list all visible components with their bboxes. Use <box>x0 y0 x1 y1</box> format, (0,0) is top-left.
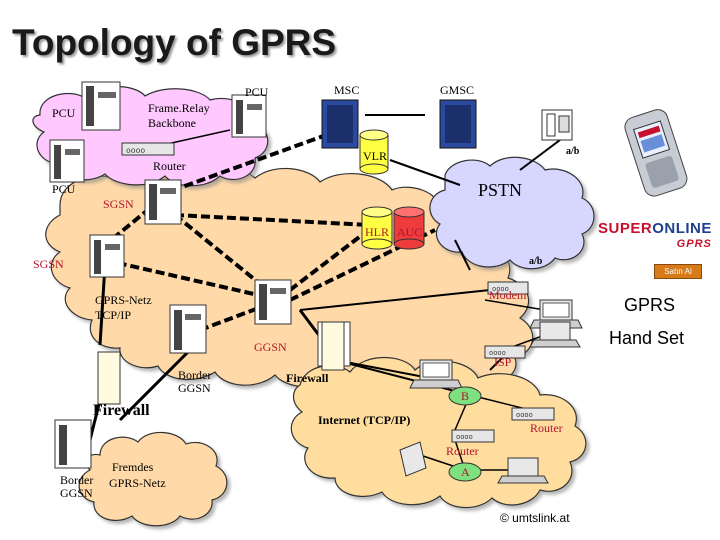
logo-gprs: GPRS <box>676 238 712 250</box>
svg-text:oooo: oooo <box>516 412 533 420</box>
ggsn2-label: GGSN <box>60 486 93 500</box>
internet-label: Internet (TCP/IP) <box>318 413 411 427</box>
telephone-icon <box>541 109 573 141</box>
logo-word-online: ONLINE <box>652 220 712 237</box>
foreign-network-cloud <box>78 431 228 527</box>
ab-mid-label: a/b <box>529 256 543 267</box>
hand-set-label: Hand Set <box>609 328 685 348</box>
pcu-server-mid-top <box>231 94 267 138</box>
laptop-b <box>409 359 463 389</box>
sgsn-left-label: SGSN <box>33 257 64 271</box>
gprs-side-label: GPRS <box>624 295 676 315</box>
auc-label: AUC <box>397 225 423 239</box>
svg-text:oooo: oooo <box>126 147 145 156</box>
firewall-left-label: Firewall <box>93 402 150 419</box>
pcu-server-left-top <box>81 81 121 131</box>
svg-text:oooo: oooo <box>456 434 473 442</box>
ggsn-label: GGSN <box>254 340 287 354</box>
pcu-label-left-bottom: PCU <box>52 182 76 196</box>
logo-word-super: SUPER <box>598 220 653 237</box>
isp-router: oooo <box>484 345 526 359</box>
gprs-handset-icon <box>624 109 688 197</box>
border-label: Border <box>178 368 212 382</box>
buy-button[interactable]: Satın Al <box>654 264 702 279</box>
firewall-left <box>97 351 121 405</box>
laptop-isp <box>529 321 581 348</box>
pstn-cloud <box>429 156 595 270</box>
msc-switch <box>321 99 359 149</box>
router-top-label: Router <box>153 159 186 173</box>
backbone-label: Backbone <box>148 116 196 130</box>
sgsn-left-server <box>89 234 125 278</box>
fremdes-label: Fremdes <box>112 460 154 474</box>
pcu-label-left-top: PCU <box>52 106 76 120</box>
vlr-database <box>359 129 389 175</box>
pstn-label: PSTN <box>478 180 523 200</box>
sgsn-top-label: SGSN <box>103 197 134 211</box>
gmsc-label: GMSC <box>440 83 475 97</box>
border-ggsn-label: GGSN <box>178 381 211 395</box>
isp-label: ISP <box>494 355 512 369</box>
firewall-mid <box>321 321 345 371</box>
node-b <box>448 386 482 406</box>
node-a-label: A <box>461 465 470 479</box>
laptop-a <box>497 457 549 484</box>
frame-relay-label: Frame.Relay <box>148 101 210 115</box>
node-a <box>448 462 482 482</box>
node-b-label: B <box>461 389 470 403</box>
superonline-logo: SUPERONLINE GPRS <box>598 220 712 250</box>
sgsn-top-server <box>144 179 182 225</box>
border-ggsn-server <box>169 304 207 354</box>
gprs-netz-label: GPRS-Netz <box>95 293 152 307</box>
router-top: oooo <box>121 142 175 156</box>
router-bottom-device: oooo <box>451 429 495 443</box>
vlr-label: VLR <box>363 149 387 163</box>
hlr-database <box>361 206 393 250</box>
router-right-device: oooo <box>511 407 555 421</box>
border2-label: Border <box>60 473 94 487</box>
ab-top-label: a/b <box>566 146 580 157</box>
gmsc-switch <box>439 99 477 149</box>
pcu-server-left-bottom <box>49 139 85 183</box>
msc-label: MSC <box>334 83 360 97</box>
pcu-label-mid-top: PCU <box>245 85 269 99</box>
tcp-ip-label: TCP/IP <box>95 308 132 322</box>
firewall-mid-label: Firewall <box>286 371 329 385</box>
router-right-label: Router <box>530 421 563 435</box>
page-title: Topology of GPRS <box>12 22 337 63</box>
ggsn-server <box>254 279 292 325</box>
svg-text:oooo: oooo <box>489 350 506 358</box>
desktop-a <box>399 441 427 477</box>
modem-label: Modem <box>489 288 527 302</box>
gprs-netz2-label: GPRS-Netz <box>109 476 166 490</box>
border-ggsn-foreign-server <box>54 419 92 469</box>
auc-database <box>393 206 425 250</box>
hlr-label: HLR <box>365 225 389 239</box>
credit-label: © umtslink.at <box>500 511 570 525</box>
router-bottom-label: Router <box>446 444 479 458</box>
modem-device: oooo <box>487 281 529 295</box>
svg-text:oooo: oooo <box>492 286 509 294</box>
